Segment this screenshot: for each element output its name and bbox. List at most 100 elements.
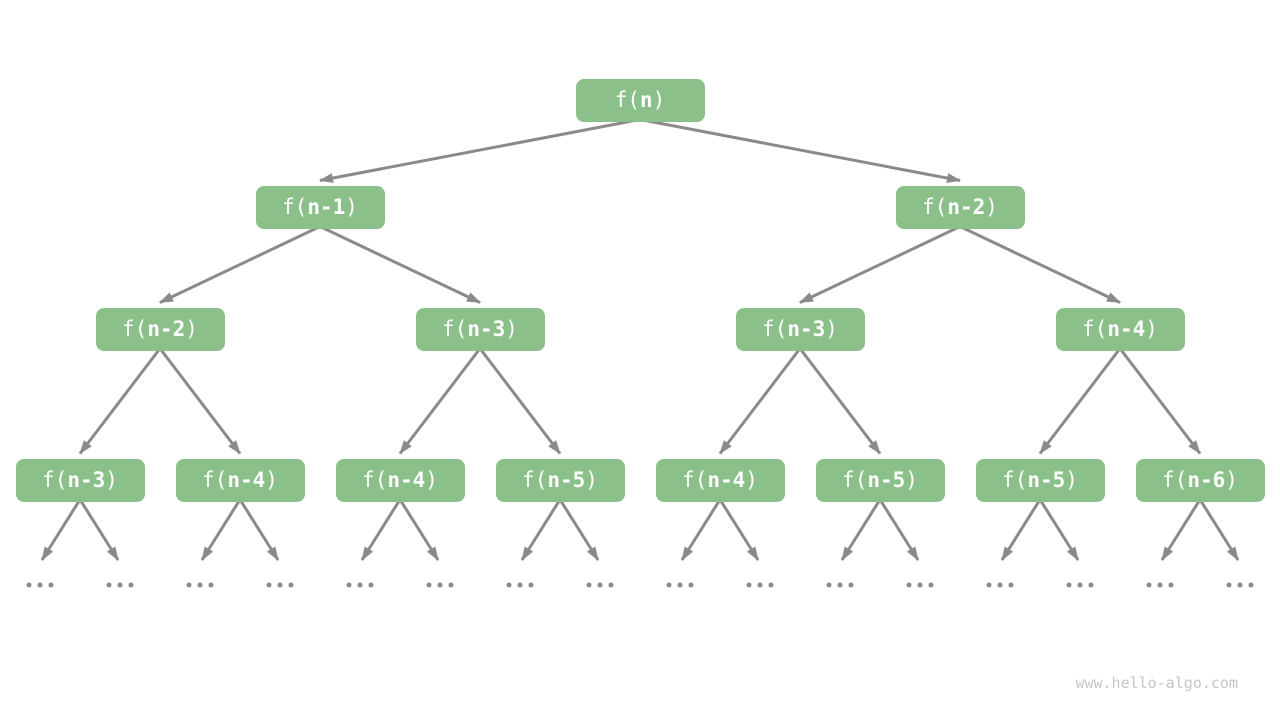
leaf-ellipsis bbox=[906, 582, 934, 588]
leaf-ellipsis bbox=[266, 582, 294, 588]
ellipsis-dot-icon bbox=[1088, 582, 1094, 588]
ellipsis-dot-icon bbox=[517, 582, 523, 588]
watermark: www.hello-algo.com bbox=[1075, 674, 1238, 692]
ellipsis-dot-icon bbox=[986, 582, 992, 588]
edge-arrow bbox=[158, 347, 242, 455]
leaf-ellipsis bbox=[26, 582, 54, 588]
edge-arrow bbox=[478, 347, 562, 455]
ellipsis-dot-icon bbox=[917, 582, 923, 588]
leaf-ellipsis bbox=[1066, 582, 1094, 588]
ellipsis-dot-icon bbox=[106, 582, 112, 588]
ellipsis-dot-icon bbox=[757, 582, 763, 588]
edge-arrow bbox=[798, 347, 882, 455]
tree-node: f(n-1) bbox=[255, 185, 385, 229]
edge-arrow bbox=[680, 498, 722, 561]
ellipsis-dot-icon bbox=[826, 582, 832, 588]
ellipsis-dot-icon bbox=[746, 582, 752, 588]
edge-arrow bbox=[959, 225, 1121, 304]
ellipsis-dot-icon bbox=[928, 582, 934, 588]
ellipsis-dot-icon bbox=[288, 582, 294, 588]
ellipsis-dot-icon bbox=[997, 582, 1003, 588]
edge-arrow bbox=[1160, 498, 1202, 561]
ellipsis-dot-icon bbox=[26, 582, 32, 588]
ellipsis-dot-icon bbox=[48, 582, 54, 588]
leaf-ellipsis bbox=[666, 582, 694, 588]
ellipsis-dot-icon bbox=[666, 582, 672, 588]
tree-node: f(n-6) bbox=[1135, 458, 1265, 502]
edge-arrow bbox=[398, 498, 440, 561]
edge-arrow bbox=[360, 498, 402, 561]
ellipsis-dot-icon bbox=[1157, 582, 1163, 588]
ellipsis-dot-icon bbox=[1237, 582, 1243, 588]
tree-node: f(n-3) bbox=[735, 307, 865, 351]
ellipsis-dot-icon bbox=[117, 582, 123, 588]
tree-node: f(n-5) bbox=[975, 458, 1105, 502]
leaf-ellipsis bbox=[826, 582, 854, 588]
edge-arrow bbox=[840, 498, 882, 561]
ellipsis-dot-icon bbox=[837, 582, 843, 588]
ellipsis-dot-icon bbox=[906, 582, 912, 588]
ellipsis-dot-icon bbox=[277, 582, 283, 588]
edge-arrow bbox=[1038, 347, 1122, 455]
ellipsis-dot-icon bbox=[346, 582, 352, 588]
ellipsis-dot-icon bbox=[426, 582, 432, 588]
ellipsis-dot-icon bbox=[608, 582, 614, 588]
tree-node: f(n-2) bbox=[895, 185, 1025, 229]
ellipsis-dot-icon bbox=[586, 582, 592, 588]
tree-node: f(n-2) bbox=[95, 307, 225, 351]
edge-arrow bbox=[78, 347, 162, 455]
edge-arrow bbox=[1038, 498, 1080, 561]
tree-node: f(n-4) bbox=[335, 458, 465, 502]
edge-arrow bbox=[319, 118, 641, 183]
tree-node: f(n-3) bbox=[15, 458, 145, 502]
edge-arrow bbox=[319, 225, 481, 304]
tree-node: f(n-5) bbox=[495, 458, 625, 502]
ellipsis-dot-icon bbox=[1248, 582, 1254, 588]
leaf-ellipsis bbox=[106, 582, 134, 588]
ellipsis-dot-icon bbox=[677, 582, 683, 588]
ellipsis-dot-icon bbox=[1146, 582, 1152, 588]
edge-arrow bbox=[1000, 498, 1042, 561]
ellipsis-dot-icon bbox=[768, 582, 774, 588]
ellipsis-dot-icon bbox=[1168, 582, 1174, 588]
edge-arrow bbox=[520, 498, 562, 561]
ellipsis-dot-icon bbox=[688, 582, 694, 588]
leaf-ellipsis bbox=[506, 582, 534, 588]
ellipsis-dot-icon bbox=[448, 582, 454, 588]
leaf-ellipsis bbox=[1146, 582, 1174, 588]
edge-arrow bbox=[639, 118, 961, 183]
tree-node: f(n) bbox=[575, 78, 705, 122]
edge-arrow bbox=[238, 498, 280, 561]
edge-arrow bbox=[718, 498, 760, 561]
leaf-ellipsis bbox=[586, 582, 614, 588]
tree-node: f(n-5) bbox=[815, 458, 945, 502]
ellipsis-dot-icon bbox=[437, 582, 443, 588]
ellipsis-dot-icon bbox=[1226, 582, 1232, 588]
edge-arrow bbox=[40, 498, 82, 561]
leaf-ellipsis bbox=[346, 582, 374, 588]
ellipsis-dot-icon bbox=[266, 582, 272, 588]
ellipsis-dot-icon bbox=[528, 582, 534, 588]
ellipsis-dot-icon bbox=[357, 582, 363, 588]
leaf-ellipsis bbox=[426, 582, 454, 588]
ellipsis-dot-icon bbox=[1008, 582, 1014, 588]
edge-arrow bbox=[159, 225, 321, 304]
ellipsis-dot-icon bbox=[368, 582, 374, 588]
ellipsis-dot-icon bbox=[208, 582, 214, 588]
edge-arrow bbox=[558, 498, 600, 561]
edge-arrow bbox=[1118, 347, 1202, 455]
edge-arrow bbox=[878, 498, 920, 561]
ellipsis-dot-icon bbox=[128, 582, 134, 588]
edge-arrow bbox=[1198, 498, 1240, 561]
ellipsis-dot-icon bbox=[506, 582, 512, 588]
ellipsis-dot-icon bbox=[848, 582, 854, 588]
tree-node: f(n-4) bbox=[655, 458, 785, 502]
ellipsis-dot-icon bbox=[597, 582, 603, 588]
tree-node: f(n-3) bbox=[415, 307, 545, 351]
edge-arrow bbox=[718, 347, 802, 455]
leaf-ellipsis bbox=[186, 582, 214, 588]
ellipsis-dot-icon bbox=[1077, 582, 1083, 588]
leaf-ellipsis bbox=[986, 582, 1014, 588]
